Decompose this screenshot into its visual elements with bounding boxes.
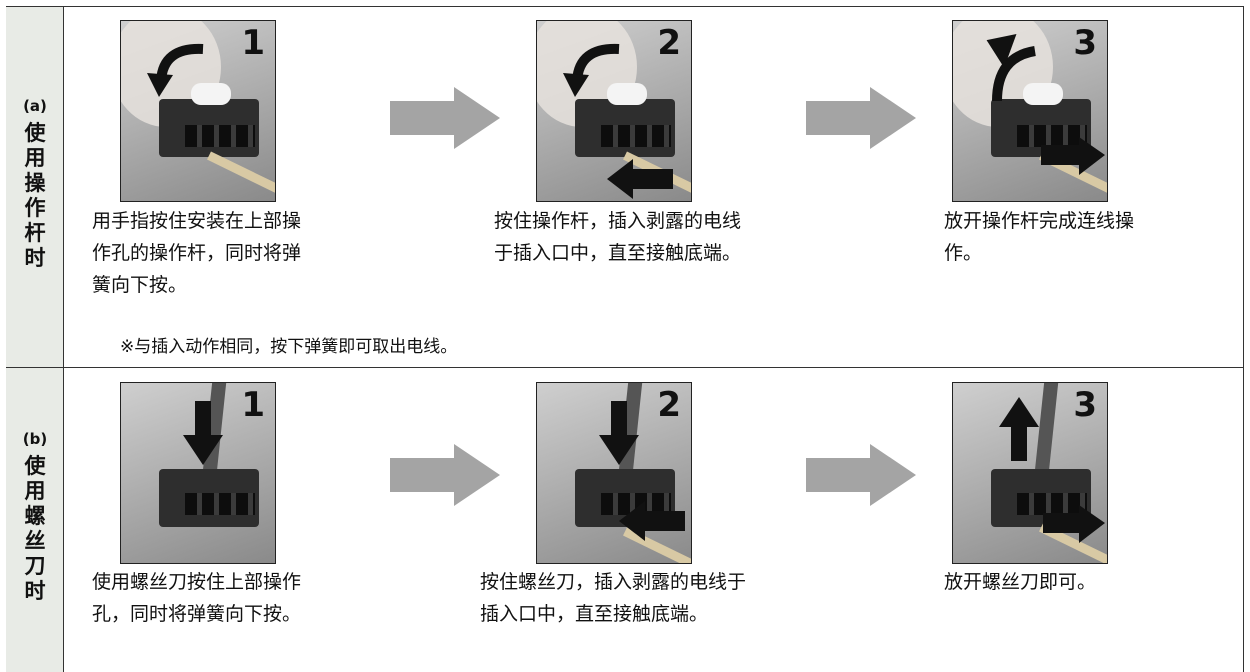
wire-holes-image xyxy=(601,493,671,515)
step-a3-caption: 放开操作杆完成连线操 作。 xyxy=(944,210,1135,264)
step-number: 2 xyxy=(657,23,681,63)
section-a-sidebar: (a) 使 用 操 作 杆 时 xyxy=(6,7,64,367)
lever-image xyxy=(607,83,647,105)
wire-holes-image xyxy=(185,493,255,515)
remove-wire-note: ※与插入动作相同，按下弹簧即可取出电线。 xyxy=(120,337,458,357)
step-number: 3 xyxy=(1073,385,1097,425)
down-arrow-icon xyxy=(183,401,223,465)
section-divider xyxy=(6,367,1244,368)
step-a1-photo: 1 xyxy=(120,20,276,202)
wire-holes-image xyxy=(1017,125,1087,147)
right-arrow-icon xyxy=(390,444,500,506)
step-b1-photo: 1 xyxy=(120,382,276,564)
step-a1-caption: 用手指按住安装在上部操 作孔的操作杆，同时将弹 簧向下按。 xyxy=(92,210,302,296)
step-a2-photo: 2 xyxy=(536,20,692,202)
up-arrow-icon xyxy=(999,397,1039,461)
wire-holes-image xyxy=(185,125,255,147)
step-b2-caption: 按住螺丝刀，插入剥露的电线于 插入口中，直至接触底端。 xyxy=(480,571,747,625)
right-arrow-icon xyxy=(806,87,916,149)
step-b2-photo: 2 xyxy=(536,382,692,564)
step-b3-photo: 3 xyxy=(952,382,1108,564)
pull-out-arrow-icon xyxy=(1043,505,1105,543)
step-a2-caption: 按住操作杆，插入剥露的电线 于插入口中，直至接触底端。 xyxy=(494,210,742,264)
insert-arrow-icon xyxy=(619,501,685,541)
step-number: 1 xyxy=(241,23,265,63)
right-arrow-icon xyxy=(390,87,500,149)
step-a3-photo: 3 xyxy=(952,20,1108,202)
lever-image xyxy=(1023,83,1063,105)
step-number: 1 xyxy=(241,385,265,425)
section-b-tag: (b) xyxy=(22,430,48,448)
lever-image xyxy=(191,83,231,105)
right-arrow-icon xyxy=(806,444,916,506)
curved-arrow-icon xyxy=(147,43,204,97)
wire-holes-image xyxy=(601,125,671,147)
down-arrow-icon xyxy=(599,401,639,465)
section-a-label: 使 用 操 作 杆 时 xyxy=(24,121,46,270)
curved-arrow-icon xyxy=(563,43,620,97)
step-number: 3 xyxy=(1073,23,1097,63)
wire-holes-image xyxy=(1017,493,1087,515)
section-b-label: 使 用 螺 丝 刀 时 xyxy=(24,454,46,603)
curved-arrow-up-icon xyxy=(986,33,1037,102)
section-a-tag: (a) xyxy=(23,97,47,115)
wire-image xyxy=(207,151,275,199)
step-number: 2 xyxy=(657,385,681,425)
pull-out-arrow-icon xyxy=(1041,137,1105,175)
section-b-sidebar: (b) 使 用 螺 丝 刀 时 xyxy=(6,368,64,672)
step-b1-caption: 使用螺丝刀按住上部操作 孔，同时将弹簧向下按。 xyxy=(92,571,302,625)
insert-arrow-icon xyxy=(607,159,673,199)
step-b3-caption: 放开螺丝刀即可。 xyxy=(944,571,1097,593)
